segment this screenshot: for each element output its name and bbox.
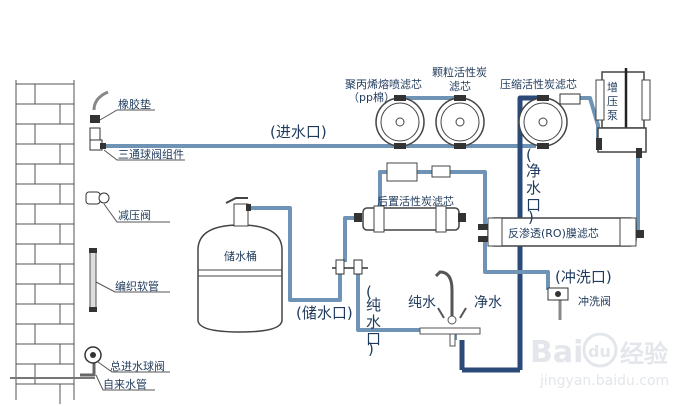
three-way-valve-label: 三通球阀组件 — [118, 147, 184, 161]
pure-water-faucet-label: 纯水 — [408, 295, 436, 311]
watermark-suffix: 经验 — [620, 340, 668, 368]
carbon-to-pump-pipe — [580, 96, 600, 145]
booster-pump-label-1: 增 — [607, 80, 618, 94]
svg-text:口: 口 — [366, 330, 381, 348]
pressure-reducing-valve[interactable] — [85, 191, 110, 205]
dual-faucet[interactable] — [419, 270, 481, 347]
pp-filter-sublabel: （pp棉） — [348, 90, 395, 104]
pp-filter[interactable] — [375, 95, 425, 149]
pp-filter-label: 聚丙烯熔喷滤芯 — [345, 77, 422, 91]
rubber-gasket-label: 橡胶垫 — [118, 97, 151, 111]
booster-pump-label-3: 泵 — [607, 109, 618, 122]
storage-tank[interactable] — [197, 197, 283, 333]
granular-carbon-label: 颗粒活性炭 — [432, 65, 487, 79]
svg-text:(: ( — [366, 283, 372, 301]
clean-water-outlet-label: ( 净 水 口 ) — [526, 146, 541, 226]
booster-pump[interactable] — [595, 68, 651, 158]
water-inlet-label: (进水口) — [270, 123, 327, 141]
main-inlet-ball-valve[interactable] — [84, 346, 102, 364]
paw-icon — [582, 332, 618, 368]
clean-water-faucet-label: 净水 — [474, 295, 502, 311]
post-carbon-filter[interactable] — [354, 205, 466, 233]
post-carbon-label: 后置活性炭滤芯 — [377, 194, 454, 208]
solenoid-valve[interactable] — [386, 162, 451, 182]
svg-text:): ) — [368, 340, 374, 358]
svg-text:净: 净 — [526, 162, 541, 180]
supply-hose — [92, 90, 109, 111]
ro-membrane-filter[interactable] — [478, 217, 644, 247]
main-inlet-valve-label: 总进水球阀 — [110, 359, 165, 373]
rubber-gasket — [90, 115, 100, 123]
booster-pump-label-2: 压 — [607, 95, 618, 108]
compressed-carbon-label: 压缩活性炭滤芯 — [500, 77, 577, 91]
braided-hose — [89, 248, 97, 312]
watermark-brand: Bai — [530, 335, 583, 370]
storage-tank-label: 储水桶 — [224, 249, 257, 263]
tap-water-pipe-label: 自来水管 — [103, 377, 147, 391]
brick-wall — [15, 80, 75, 404]
svg-text:口: 口 — [526, 196, 541, 214]
flush-valve[interactable] — [547, 287, 569, 301]
watermark-url: jingyan.baidu.com — [539, 373, 669, 389]
three-way-valve[interactable] — [89, 127, 106, 151]
pure-water-outlet-label: ( 纯 水 口 ) — [366, 283, 381, 358]
watermark-brand2: du — [588, 342, 611, 361]
tank-pipe — [248, 206, 342, 302]
post-carbon-pipe — [343, 216, 358, 262]
flush-outlet-label: (冲洗口) — [555, 268, 612, 286]
ro-membrane-label: 反渗透(RO)膜滤芯 — [508, 226, 599, 240]
clean-water-pipe — [517, 95, 545, 370]
pressure-reducer-label: 减压阀 — [118, 208, 151, 222]
braided-hose-label: 编织软管 — [115, 279, 159, 293]
storage-outlet-label: (储水口) — [296, 304, 353, 322]
watermark: Bai du 经验 jingyan.baidu.com — [530, 332, 669, 389]
compressed-carbon-filter[interactable] — [518, 93, 581, 149]
granular-carbon-sublabel: 滤芯 — [449, 79, 471, 93]
svg-text:水: 水 — [366, 313, 381, 331]
granular-carbon-filter[interactable] — [435, 95, 485, 149]
svg-text:纯: 纯 — [366, 296, 381, 314]
flush-valve-label: 冲洗阀 — [578, 294, 611, 308]
svg-text:): ) — [528, 208, 534, 226]
ro-to-flush-pipe — [483, 238, 550, 290]
svg-text:水: 水 — [526, 179, 541, 197]
svg-text:(: ( — [526, 146, 532, 164]
tee-fittings — [332, 259, 368, 275]
